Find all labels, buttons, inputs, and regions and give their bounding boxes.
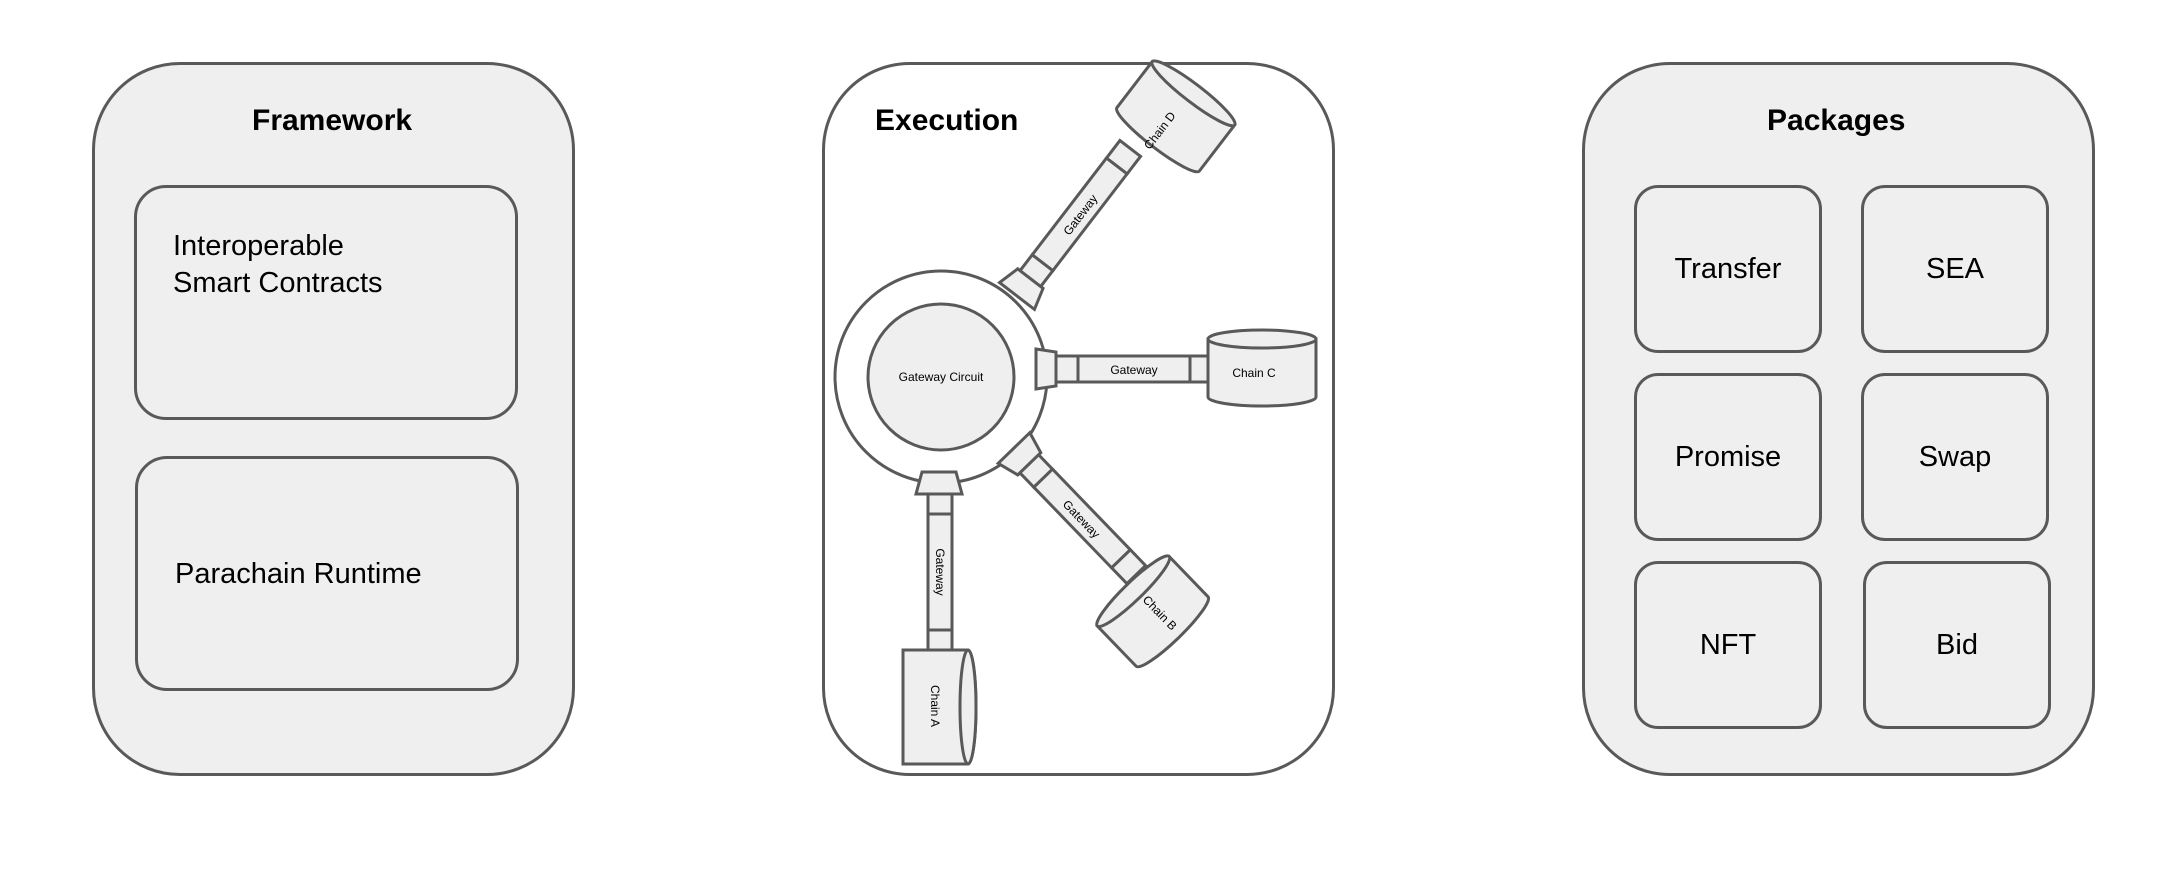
package-transfer: Transfer (1634, 185, 1822, 353)
gateway-a-label: Gateway (933, 548, 947, 595)
interoperable-contracts-card (134, 185, 518, 420)
chain-a-cylinder: Chain A (901, 648, 978, 766)
packages-title: Packages (1767, 104, 1906, 137)
package-sea: SEA (1861, 185, 2049, 353)
package-swap: Swap (1861, 373, 2049, 541)
gateway-a-connector: Gateway (914, 470, 964, 652)
package-nft: NFT (1634, 561, 1822, 729)
package-promise: Promise (1634, 373, 1822, 541)
gateway-circuit-label: Gateway Circuit (899, 370, 984, 384)
parachain-runtime-card (135, 456, 519, 691)
chain-b-cylinder: Chain B (1095, 554, 1211, 669)
package-bid: Bid (1863, 561, 2051, 729)
gateway-c-label: Gateway (1110, 363, 1157, 377)
execution-title: Execution (875, 104, 1019, 137)
interoperable-line: Interoperable (173, 230, 344, 262)
interoperable-contracts-label: Interoperable Smart Contracts (173, 228, 383, 302)
gateway-c-connector: Gateway (1034, 347, 1212, 391)
chain-a-label: Chain A (928, 685, 942, 727)
gateway-d-connector: Gateway (997, 138, 1143, 312)
framework-title: Framework (252, 104, 413, 137)
smart-contracts-line: Smart Contracts (173, 267, 383, 299)
chain-c-cylinder: Chain C (1206, 328, 1318, 408)
chain-d-cylinder: Chain D (1115, 59, 1237, 174)
parachain-runtime-label: Parachain Runtime (175, 558, 422, 590)
gateway-b-connector: Gateway (995, 430, 1148, 586)
gateway-circuit-inner (866, 302, 1016, 452)
chain-c-label: Chain C (1232, 366, 1276, 380)
